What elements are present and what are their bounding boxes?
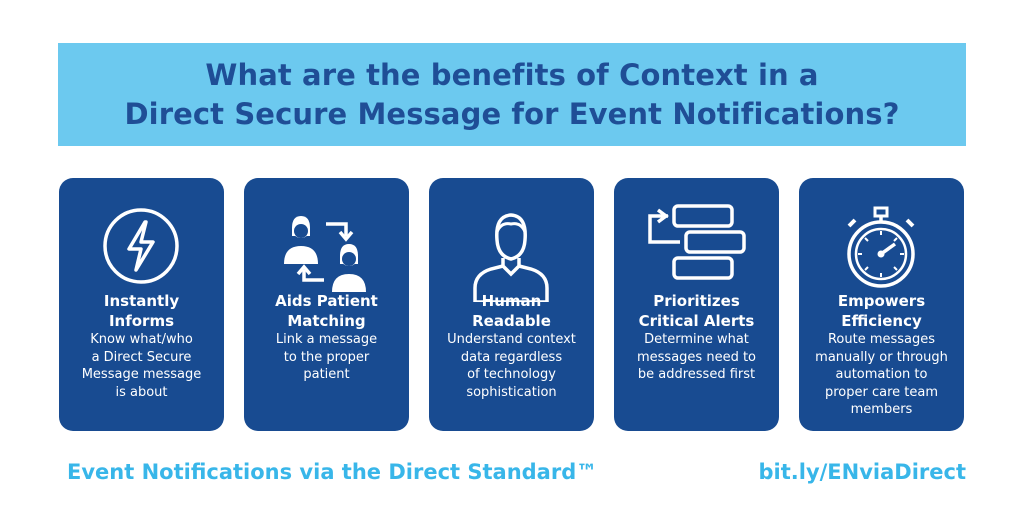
patient-matching-icon [284,216,366,292]
stopwatch-icon [847,206,915,288]
title-line-2: Direct Secure Message for Event Notifica… [124,96,900,131]
prioritized-list-icon [648,204,746,280]
footer-link[interactable]: bit.ly/ENviaDirect [758,460,967,484]
title-banner: What are the benefits of Context in a Di… [58,43,966,146]
footer-tagline: Event Notifications via the Direct Stand… [67,460,598,484]
title-line-1: What are the benefits of Context in a [205,57,819,92]
person-icon [473,213,549,302]
lightning-bolt-icon [103,208,179,284]
